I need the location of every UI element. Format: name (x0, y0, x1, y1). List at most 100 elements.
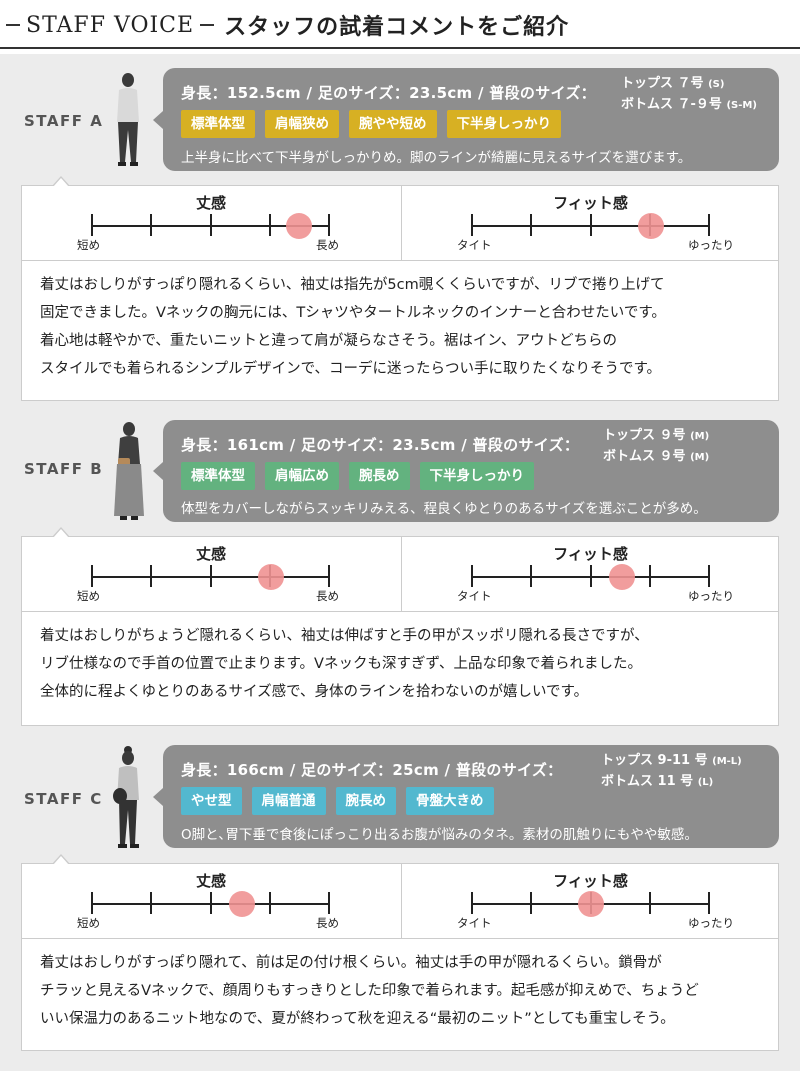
scale-tick (269, 892, 271, 914)
staff-c-figure-icon (113, 746, 139, 848)
staff-comment: 着丈はおしりがちょうど隠れるくらい、袖丈は伸ばすと手の甲がスッポリ隠れる長さです… (22, 611, 778, 716)
staff-b-figure-icon (114, 422, 144, 520)
scale-tick (328, 214, 330, 236)
length-scale-title: 丈感 (195, 872, 226, 890)
size-bottoms: ボトムス 11 号 (601, 774, 694, 789)
fit-marker (578, 891, 604, 917)
length-max-label: 長め (316, 589, 339, 603)
staff-profile-bubble: 身長：166cm / 足のサイズ：25cm / 普段のサイズ： トップス 9-1… (153, 745, 779, 848)
staff-section-a: STAFF A 身長：152.5cm / 足のサイズ：23.5cm / 普段のサ… (0, 54, 800, 401)
comment-line: 全体的に程よくゆとりのあるサイズ感で、身体のラインを拾わないのが嬉しいです。 (40, 684, 589, 700)
fit-scale-title: フィット感 (553, 545, 628, 563)
fit-scale-title: フィット感 (553, 872, 628, 890)
body-tag: 骨盤大きめ (406, 787, 494, 815)
length-max-label: 長め (316, 238, 339, 252)
staff-profile-bubble: 身長：161cm / 足のサイズ：23.5cm / 普段のサイズ： トップス ９… (153, 420, 779, 522)
staff-section-b: STAFF B 身長：161cm / 足のサイズ：23.5cm / 普段のサイズ… (0, 418, 800, 728)
body-tag: 腕長め (349, 462, 410, 490)
body-type-tags: 標準体型 肩幅狭め 腕やや短め 下半身しっかり (181, 110, 561, 138)
fit-max-label: ゆったり (688, 238, 734, 252)
scale-tick (708, 214, 710, 236)
scale-tick (328, 565, 330, 587)
scale-tick (91, 214, 93, 236)
length-marker (228, 891, 255, 917)
comment-line: いい保温力のあるニット地なので、夏が終わって秋を迎える“最初のニット”としても重… (40, 1011, 675, 1027)
header-title-en: STAFF VOICE (26, 12, 195, 38)
scale-tick (708, 565, 710, 587)
staff-label: STAFF A (24, 112, 104, 130)
header-title-row: STAFF VOICE スタッフの試着コメントをご紹介 (0, 8, 569, 42)
body-tag: 腕長め (335, 787, 396, 815)
staff-usual-sizes: トップス 9-11 号 (M-L) ボトムス 11 号 (L) (601, 751, 742, 793)
body-tag: 下半身しっかり (419, 462, 534, 490)
staff-panel: STAFF A 身長：152.5cm / 足のサイズ：23.5cm / 普段のサ… (0, 54, 800, 1071)
staff-label: STAFF B (24, 460, 104, 478)
scale-tick (328, 892, 330, 914)
header-dash-mid (200, 24, 215, 26)
length-min-label: 短め (77, 589, 100, 603)
size-tops-note: (S) (708, 79, 725, 90)
length-min-label: 短め (77, 916, 100, 930)
staff-label: STAFF C (24, 790, 103, 808)
size-bottoms: ボトムス ７-９号 (621, 97, 722, 112)
staff-section-c: STAFF C 身長：166cm / 足のサイズ：25cm / 普段のサイズ： … (0, 742, 800, 1062)
fit-min-label: タイト (457, 238, 492, 252)
scale-tick (91, 565, 93, 587)
length-scale: 丈感 短め 長め (22, 186, 400, 260)
staff-profile-bubble: 身長：152.5cm / 足のサイズ：23.5cm / 普段のサイズ： トップス… (153, 68, 779, 171)
scale-tick (471, 892, 473, 914)
fitting-review-box: 丈感 短め 長め フィット感 タイト ゆ (21, 527, 779, 726)
fit-min-label: タイト (457, 589, 492, 603)
scale-tick (530, 892, 532, 914)
staff-a-figure-icon (117, 73, 139, 166)
length-scale: 丈感 短め 長め (22, 537, 400, 611)
staff-description: 体型をカバーしながらスッキリみえる、程良くゆとりのあるサイズを選ぶことが多め。 (181, 501, 707, 517)
scale-tick (471, 214, 473, 236)
comment-line: 着丈はおしりがすっぽり隠れて、前は足の付け根くらい。袖丈は手の甲が隠れるくらい。… (40, 955, 662, 971)
header-dash-left (6, 24, 20, 26)
length-max-label: 長め (316, 916, 339, 930)
fit-scale-title: フィット感 (553, 194, 628, 212)
body-type-tags: 標準体型 肩幅広め 腕長め 下半身しっかり (181, 462, 534, 490)
scale-tick (150, 565, 152, 587)
fit-max-label: ゆったり (688, 916, 734, 930)
body-tag: やせ型 (181, 787, 242, 815)
fitting-review-box: 丈感 短め 長め フィット感 タイト ゆ (21, 854, 779, 1051)
scale-tick (269, 214, 271, 236)
comment-line: 着丈はおしりがちょうど隠れるくらい、袖丈は伸ばすと手の甲がスッポリ隠れる長さです… (40, 628, 649, 644)
body-tag: 標準体型 (181, 110, 255, 138)
body-tag: 肩幅広め (265, 462, 339, 490)
fit-scale: フィット感 タイト ゆったり (401, 864, 779, 938)
staff-stats: 身長：161cm / 足のサイズ：23.5cm / 普段のサイズ： (181, 436, 580, 454)
size-bottoms-note: (S-M) (726, 100, 757, 111)
scale-tick (471, 565, 473, 587)
size-tops: トップス ７号 (621, 76, 704, 91)
staff-comment: 着丈はおしりがすっぽり隠れて、前は足の付け根くらい。袖丈は手の甲が隠れるくらい。… (22, 938, 778, 1043)
length-marker (257, 564, 284, 590)
body-tag: 下半身しっかり (446, 110, 561, 138)
fit-marker (608, 564, 635, 590)
staff-description: O脚と､胃下垂で食後にぽっこり出るお腹が悩みのタネ。素材の肌触りにもやや敏感。 (181, 827, 698, 843)
length-min-label: 短め (77, 238, 100, 252)
scale-tick (649, 892, 651, 914)
staff-comment: 着丈はおしりがすっぽり隠れるくらい、袖丈は指先が5cm覗くくらいですが、リブで捲… (22, 260, 778, 393)
staff-stats: 身長：166cm / 足のサイズ：25cm / 普段のサイズ： (181, 761, 563, 779)
scale-tick (210, 892, 212, 914)
fit-scale: フィット感 タイト ゆったり (401, 186, 779, 260)
length-marker (286, 213, 313, 239)
staff-description: 上半身に比べて下半身がしっかりめ。脚のラインが綺麗に見えるサイズを選びます。 (181, 150, 692, 166)
scale-tick (150, 892, 152, 914)
staff-stats: 身長：152.5cm / 足のサイズ：23.5cm / 普段のサイズ： (181, 84, 596, 102)
scale-tick (708, 892, 710, 914)
length-scale-title: 丈感 (195, 194, 226, 212)
scale-tick (530, 214, 532, 236)
body-tag: 肩幅普通 (251, 787, 326, 815)
page-header: STAFF VOICE スタッフの試着コメントをご紹介 (0, 0, 800, 49)
fit-scale: フィット感 タイト ゆったり (401, 537, 779, 611)
scale-tick (210, 565, 212, 587)
size-tops: トップス ９号 (603, 428, 686, 443)
fit-max-label: ゆったり (688, 589, 734, 603)
size-tops-note: (M-L) (712, 756, 742, 767)
scale-tick (150, 214, 152, 236)
length-scale-title: 丈感 (195, 545, 226, 563)
